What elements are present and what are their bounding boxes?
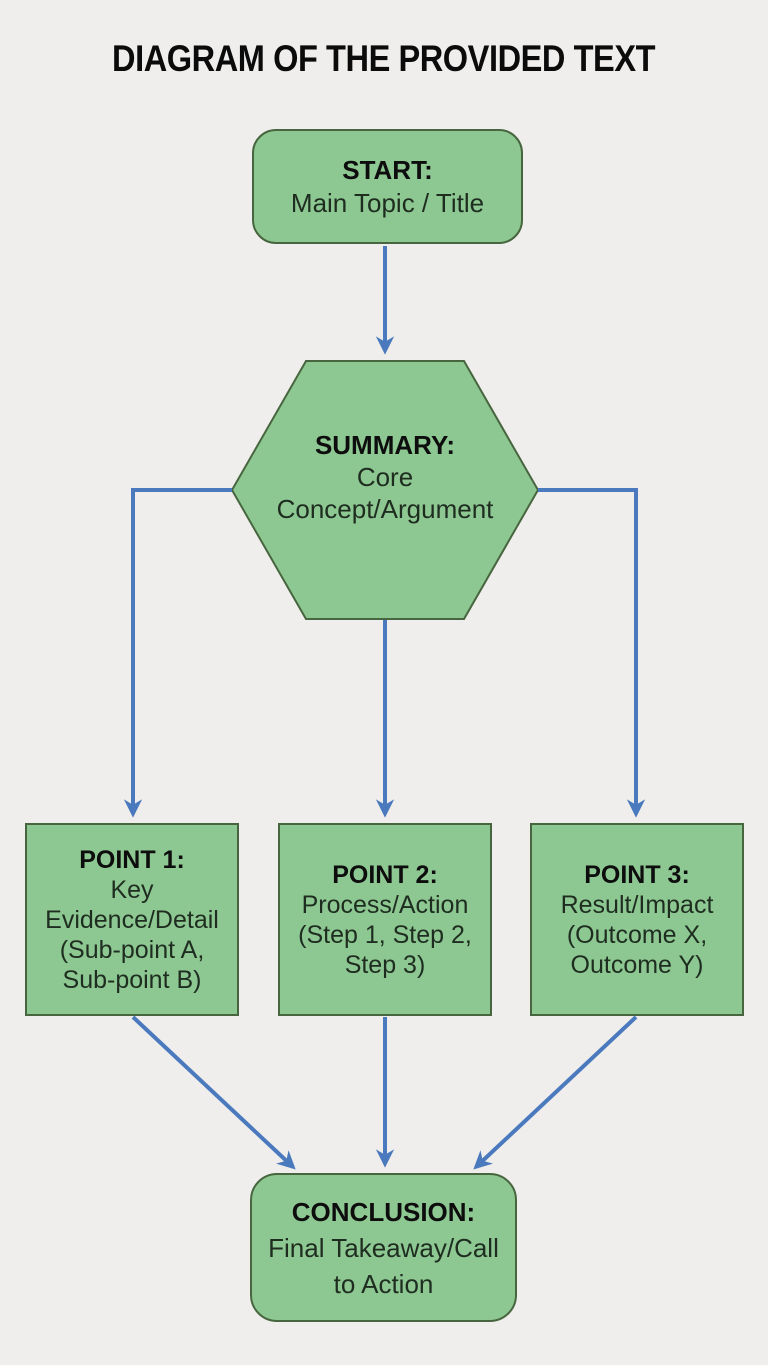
point1-node-body: Key Evidence/Detail (Sub-point A, Sub-po…	[45, 875, 219, 994]
start-node-body: Main Topic / Title	[290, 187, 485, 218]
point3-node-body: Result/Impact (Outcome X, Outcome Y)	[560, 890, 714, 979]
point2-node-body: Process/Action (Step 1, Step 2, Step 3)	[298, 890, 472, 979]
page-title: DIAGRAM OF THE PROVIDED TEXT	[112, 38, 656, 79]
connector-summary-to-point1	[123, 488, 232, 818]
conclusion-node: CONCLUSION: Final Takeaway/Call to Actio…	[250, 1173, 517, 1322]
start-node-title: START:	[342, 154, 433, 185]
point1-node-title: POINT 1:	[79, 845, 185, 874]
summary-node-body: Core Concept/Argument	[276, 462, 494, 524]
conclusion-node-title: CONCLUSION:	[291, 1196, 476, 1227]
connector-point1-to-conclusion	[131, 1015, 296, 1170]
conclusion-node-body: Final Takeaway/Call to Action	[268, 1232, 499, 1299]
point3-node-title: POINT 3:	[584, 860, 690, 889]
point1-node: POINT 1: Key Evidence/Detail (Sub-point …	[25, 823, 239, 1016]
summary-node-title: SUMMARY:	[314, 430, 456, 460]
summary-node: SUMMARY: Core Concept/Argument	[232, 361, 538, 619]
point3-node: POINT 3: Result/Impact (Outcome X, Outco…	[530, 823, 744, 1016]
point2-node: POINT 2: Process/Action (Step 1, Step 2,…	[278, 823, 492, 1016]
connector-point3-to-conclusion	[473, 1015, 638, 1170]
start-node: START: Main Topic / Title	[252, 129, 523, 244]
point2-node-title: POINT 2:	[332, 860, 438, 889]
connector-summary-to-point3	[538, 488, 646, 818]
